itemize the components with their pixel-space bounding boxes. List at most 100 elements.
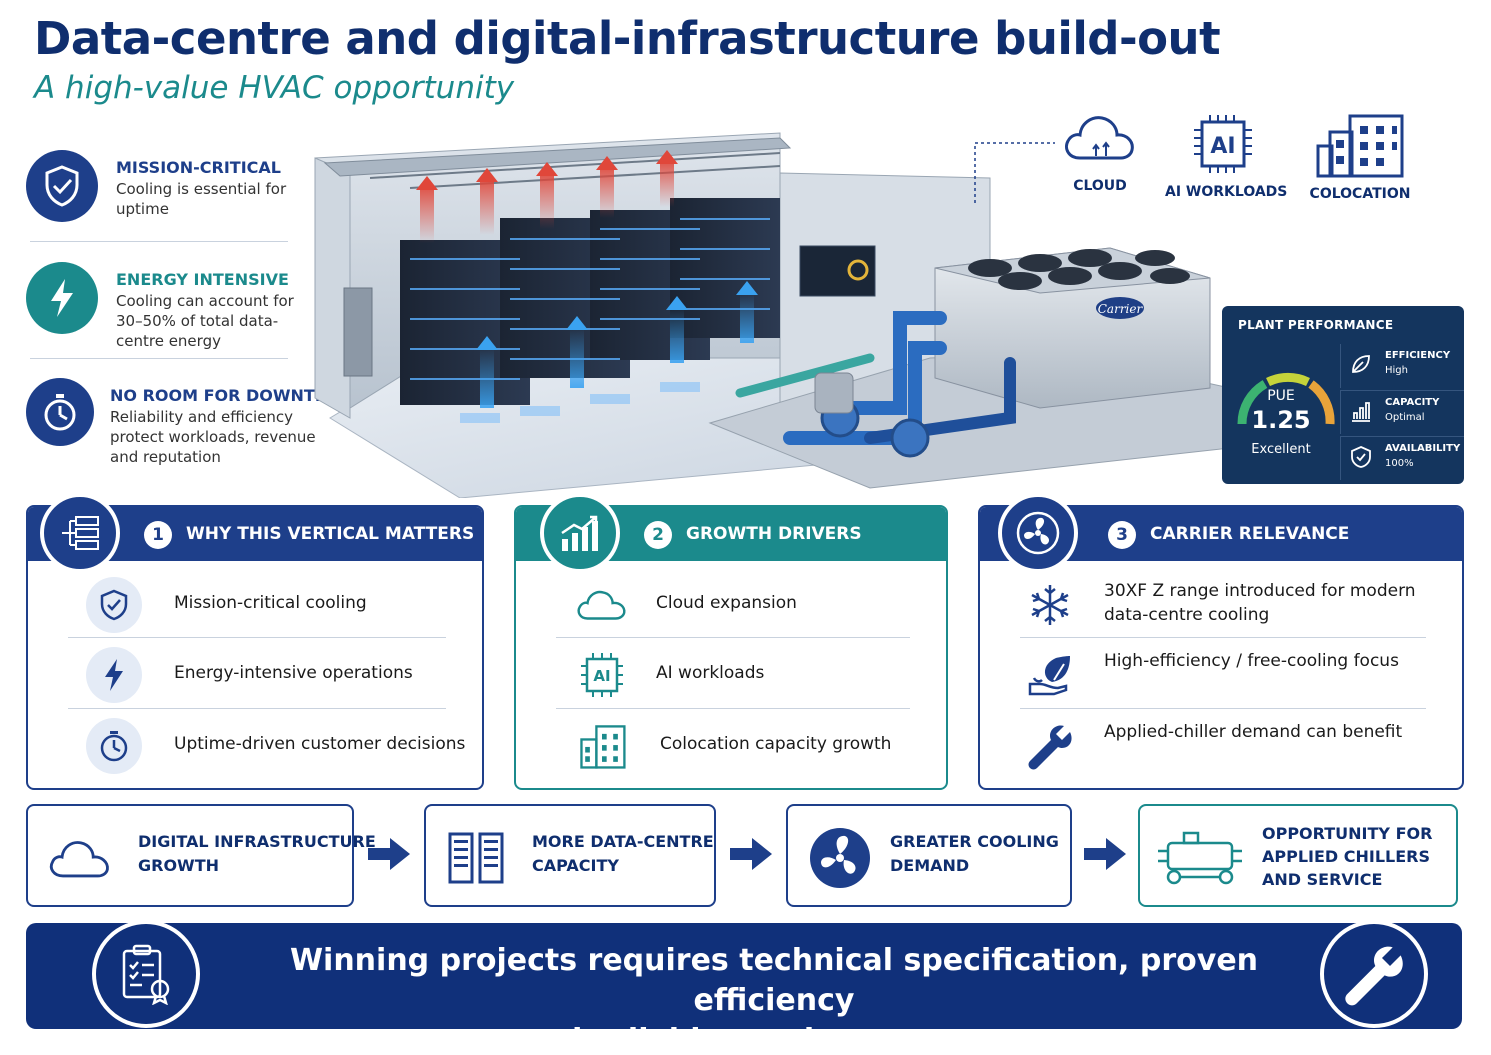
divider xyxy=(30,358,288,359)
flow-label: APPLIED CHILLERS xyxy=(1262,847,1431,866)
panel-why-vertical-matters: 1 WHY THIS VERTICAL MATTERS Mission-crit… xyxy=(26,493,484,790)
building-icon xyxy=(1316,114,1404,178)
list-item-label: Colocation capacity growth xyxy=(660,734,892,754)
panel-number: 2 xyxy=(644,521,672,549)
top-icon-label: AI WORKLOADS xyxy=(1165,184,1288,200)
carrier-logo xyxy=(1096,297,1144,319)
cloud-icon xyxy=(1065,116,1134,160)
top-icon-cloud: CLOUD xyxy=(1060,108,1140,194)
metric-value: Optimal xyxy=(1385,412,1425,423)
footer-text: and reliable service response. xyxy=(519,1023,1029,1055)
flow-step-cooling-demand: GREATER COOLING DEMAND xyxy=(786,804,1072,907)
feature-heading: ENERGY INTENSIVE xyxy=(116,270,289,289)
fan-icon xyxy=(806,824,874,892)
shield-check-icon xyxy=(1351,446,1371,468)
svg-text:AI: AI xyxy=(593,667,610,685)
list-item: AI AI workloads xyxy=(556,637,910,709)
flow-label: CAPACITY xyxy=(532,856,619,875)
metric-label: AVAILABILITY xyxy=(1385,443,1461,454)
list-item: Cloud expansion xyxy=(556,567,910,639)
flow-step-opportunity: OPPORTUNITY FOR APPLIED CHILLERS AND SER… xyxy=(1138,804,1458,907)
divider xyxy=(68,637,446,638)
flow-step-digital-growth: DIGITAL INFRASTRUCTURE GROWTH xyxy=(26,804,376,907)
panel-title: WHY THIS VERTICAL MATTERS xyxy=(186,524,475,544)
arrow-right-icon xyxy=(368,838,410,870)
divider xyxy=(556,708,910,709)
flow-label: GREATER COOLING xyxy=(890,832,1059,851)
flow-label: MORE DATA-CENTRE xyxy=(532,832,714,851)
top-icon-colocation: COLOCATION xyxy=(1305,108,1415,202)
list-item-label: 30XF Z range introduced for modern data-… xyxy=(1104,581,1416,625)
panel-number: 1 xyxy=(144,521,172,549)
page-title: Data-centre and digital-infrastructure b… xyxy=(34,12,1221,65)
chiller-icon xyxy=(1154,824,1246,892)
feature-heading: NO ROOM FOR DOWNTIME xyxy=(110,386,348,405)
plant-performance-panel: PLANT PERFORMANCE PUE 1.25 Excellent EFF… xyxy=(1222,306,1464,484)
wrench-icon xyxy=(1022,718,1078,774)
shield-check-icon xyxy=(26,150,98,222)
list-item-label: Mission-critical cooling xyxy=(174,593,367,613)
wrench-icon xyxy=(1320,920,1428,1028)
list-item-label: High-efficiency / free-cooling focus xyxy=(1104,651,1399,671)
snowflake-icon xyxy=(1022,577,1078,633)
svg-text:Carrier: Carrier xyxy=(1098,302,1144,316)
list-item-label: Cloud expansion xyxy=(656,593,797,613)
panel-carrier-relevance: 3 CARRIER RELEVANCE 30XF Z range introdu… xyxy=(978,493,1464,790)
metric-label: CAPACITY xyxy=(1385,397,1440,408)
feature-body: Reliability and efficiency protect workl… xyxy=(110,408,316,466)
flow-label: DIGITAL INFRASTRUCTURE xyxy=(138,832,376,851)
list-item: High-efficiency / free-cooling focus xyxy=(1020,637,1426,709)
top-icon-ai: AI AI WORKLOADS xyxy=(1165,112,1288,200)
footer-banner: Winning projects requires technical spec… xyxy=(26,923,1462,1055)
leaf-hand-icon xyxy=(1022,647,1078,703)
divider xyxy=(68,708,446,709)
panel-title: CARRIER RELEVANCE xyxy=(1150,524,1350,544)
panel-growth-drivers: 2 GROWTH DRIVERS Cloud expansion AI AI w… xyxy=(514,493,948,790)
metric-label: EFFICIENCY xyxy=(1385,350,1451,361)
top-icon-label: CLOUD xyxy=(1073,178,1127,194)
list-item-label: AI workloads xyxy=(656,663,765,683)
feature-body: Cooling is essential for uptime xyxy=(116,180,287,218)
leaf-icon xyxy=(1352,355,1370,373)
flow-label: OPPORTUNITY FOR xyxy=(1262,824,1433,843)
clipboard-certificate-icon xyxy=(92,920,200,1028)
feature-body: Cooling can account for 30–50% of total … xyxy=(116,292,294,350)
flow-label: GROWTH xyxy=(138,856,220,875)
page-subtitle: A high-value HVAC opportunity xyxy=(34,70,515,106)
pue-value: 1.25 xyxy=(1251,406,1311,434)
metric-value: High xyxy=(1385,365,1408,376)
ai-chip-icon: AI xyxy=(1193,115,1252,173)
building-icon xyxy=(574,718,630,774)
lightning-icon xyxy=(86,647,142,703)
metric-efficiency: EFFICIENCY High xyxy=(1340,344,1464,388)
ai-chip-icon: AI xyxy=(574,647,630,703)
cloud-icon xyxy=(46,824,114,892)
panel-title: GROWTH DRIVERS xyxy=(686,524,862,544)
shield-check-icon xyxy=(86,577,142,633)
panel-number: 3 xyxy=(1108,521,1136,549)
list-item: Uptime-driven customer decisions xyxy=(68,708,465,780)
divider xyxy=(30,241,288,242)
stopwatch-icon xyxy=(26,378,94,446)
metric-value: 100% xyxy=(1385,458,1414,469)
arrow-right-icon xyxy=(1084,838,1126,870)
feature-heading: MISSION-CRITICAL xyxy=(116,158,281,177)
list-item-label: Applied-chiller demand can benefit xyxy=(1104,722,1403,742)
divider xyxy=(1020,637,1426,638)
divider xyxy=(556,637,910,638)
metric-availability: AVAILABILITY 100% xyxy=(1340,436,1464,480)
growth-chart-icon xyxy=(540,493,620,573)
list-item: Energy-intensive operations xyxy=(68,637,446,709)
data-centre-illustration: Carrier xyxy=(310,118,1231,499)
flow-label: AND SERVICE xyxy=(1262,870,1383,889)
flow-step-more-capacity: MORE DATA-CENTRE CAPACITY xyxy=(424,804,716,907)
list-item-label: Uptime-driven customer decisions xyxy=(174,734,466,754)
arrow-right-icon xyxy=(730,838,772,870)
divider xyxy=(1020,708,1426,709)
list-item: Applied-chiller demand can benefit xyxy=(1020,708,1426,780)
lightning-icon xyxy=(26,262,98,334)
list-item: Mission-critical cooling xyxy=(68,567,446,639)
server-network-icon xyxy=(40,493,120,573)
pue-gauge xyxy=(1237,372,1335,425)
list-item: 30XF Z range introduced for modern data-… xyxy=(1020,567,1426,639)
